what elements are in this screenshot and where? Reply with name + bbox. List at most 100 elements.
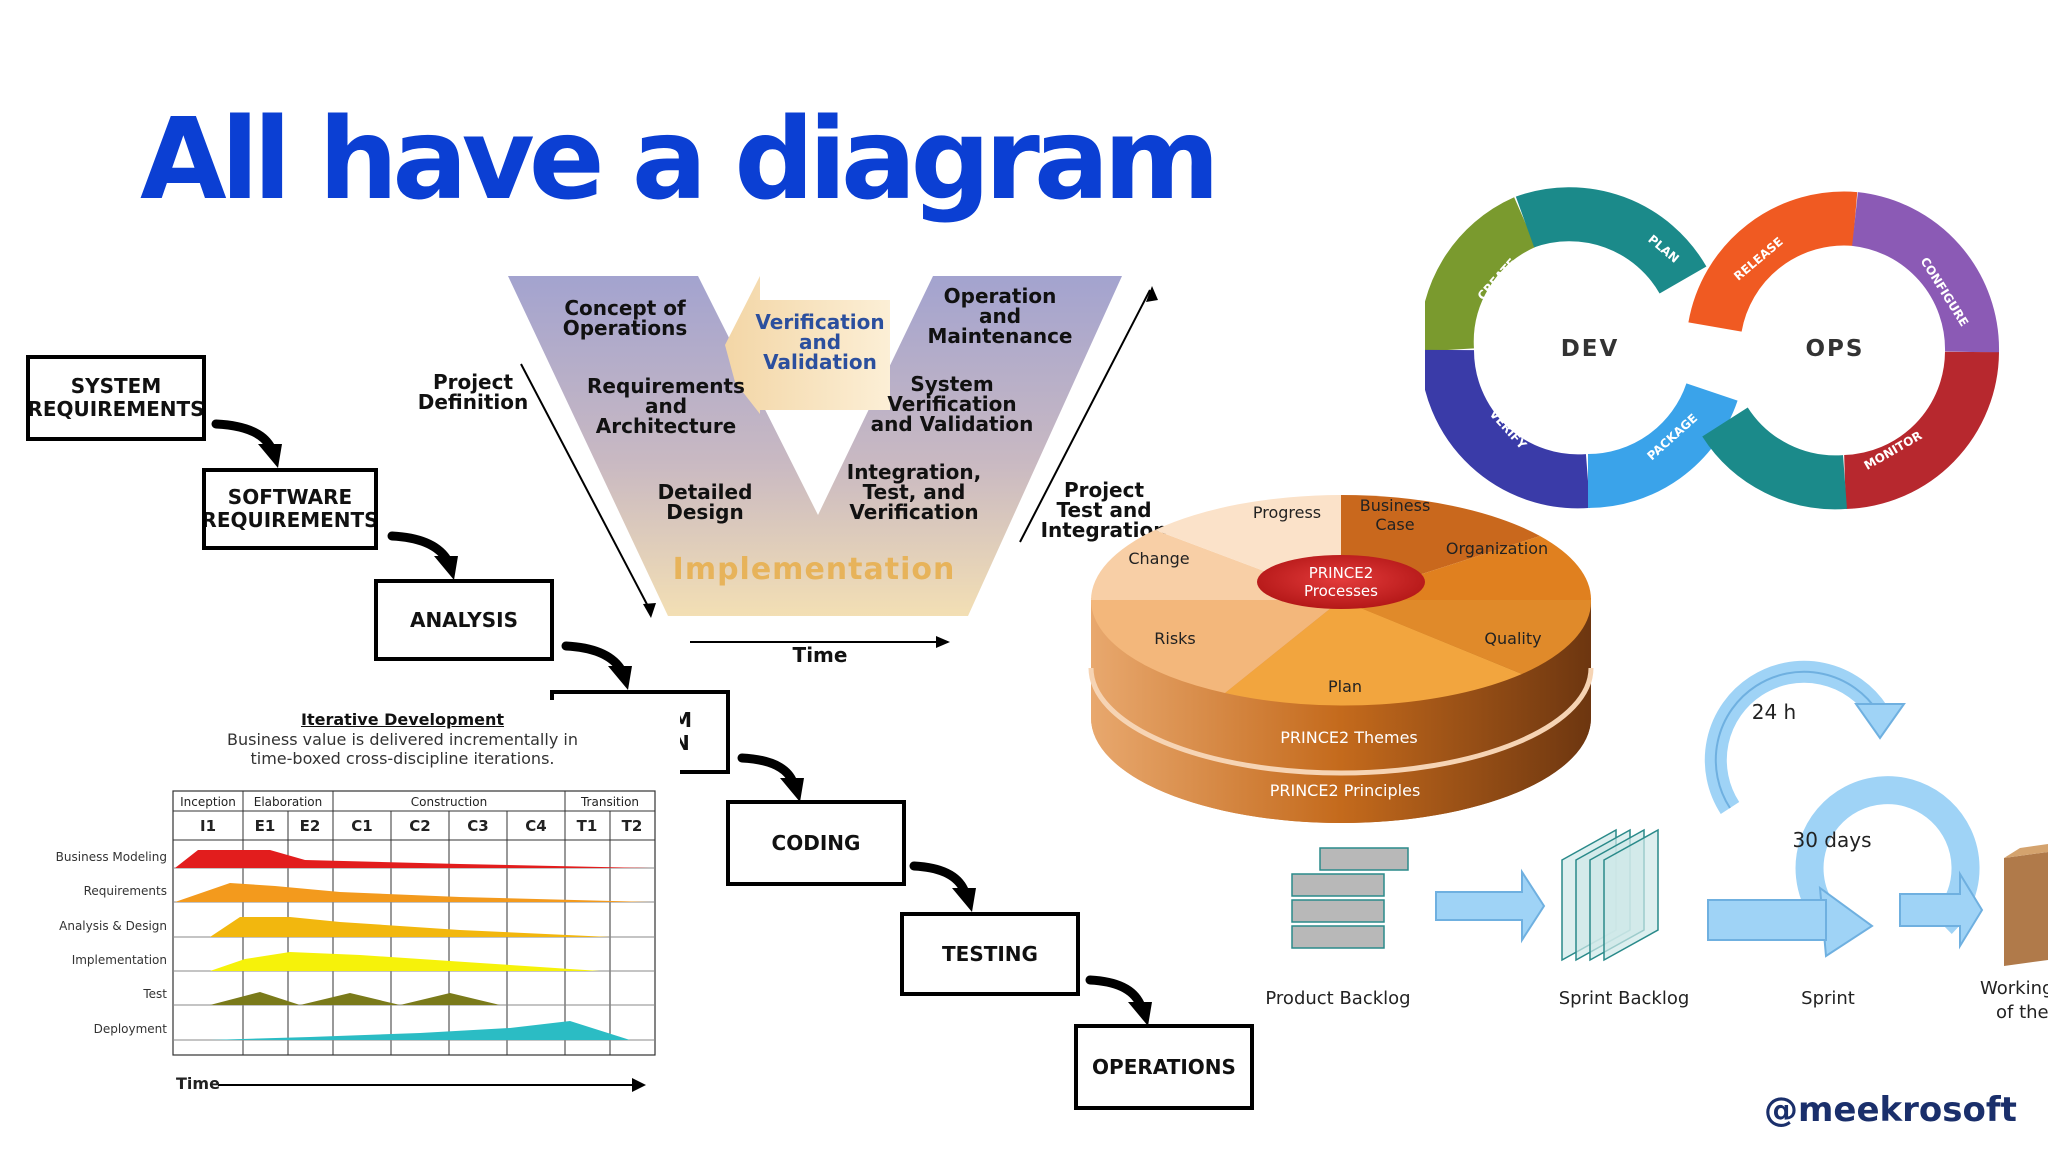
author-handle: @meekrosoft [1764,1090,2017,1130]
sprint-loop [1795,776,1980,942]
scrum-sprint-backlog-label: Sprint Backlog [1559,988,1690,1009]
v-concept-of-operations: Concept of Operations [562,296,688,340]
v-verification-validation: Verification and Validation [755,310,885,374]
project-test-arrow [1019,289,1151,543]
sprint-backlog-icon [1561,828,1659,962]
discipline-label: Business Modeling [56,850,167,864]
waterfall-step-testing: TESTING [900,912,1080,996]
waterfall-step-system-requirements: SYSTEM REQUIREMENTS [26,355,206,441]
hump-deployment [210,1021,630,1040]
iterative-title: Iterative Development [300,710,505,729]
prince2-top [1091,494,1592,706]
iteration-label: E2 [300,817,321,835]
prince2-principles-label: PRINCE2 Principles [1270,781,1421,800]
hump-requirements [175,883,650,902]
v-integration-test: Integration, Test, and Verification [846,460,982,524]
slide-title: All have a diagram [140,95,1220,225]
scrum-daily-label: 24 h [1752,700,1796,724]
segment-release [1688,191,1858,333]
iteration-label: C3 [467,817,488,835]
prince2-theme: Business [1360,496,1431,515]
iteration-label: C2 [409,817,430,835]
discipline-label: Deployment [94,1022,168,1036]
prince2-center-label-2: Processes [1304,582,1378,600]
iterative-subtitle: Business value is delivered incrementall… [227,730,578,768]
project-definition-arrow [520,363,652,613]
hump-business-modeling [175,850,650,868]
iteration-label: C1 [351,817,372,835]
segment-teal-return [1702,406,1847,510]
iterative-hump-chart: Inception Elaboration Construction Trans… [56,790,656,1092]
prince2-theme: Plan [1328,677,1362,696]
segment-package [1587,382,1738,508]
scrum-sprint-length-label: 30 days [1792,828,1871,852]
prince2-themes-label: PRINCE2 Themes [1280,728,1418,747]
segment-plan [1515,187,1707,295]
waterfall-arrow [387,531,451,563]
waterfall-step-operations: OPERATIONS [1074,1024,1254,1110]
iteration-label: I1 [200,817,216,835]
segment-verify [1425,349,1591,509]
hump-implementation [210,952,600,971]
devops-ops-label: OPS [1806,336,1865,362]
iteration-label: T2 [622,817,643,835]
devops-infinity-loop: DEV OPS CREATE PLAN VERIFY PACKAGE RELEA… [1425,187,2000,510]
v-implementation: Implementation [672,552,956,587]
waterfall-arrow [211,419,275,451]
waterfall-step-coding: CODING [726,800,906,886]
iteration-label: C4 [525,817,546,835]
scrum-arrow-out [1899,870,1984,950]
phase-label: Elaboration [254,795,323,809]
prince2-pie-diagram: PRINCE2 Processes Business Case Organiza… [1088,494,1594,823]
prince2-theme: Organization [1446,539,1548,558]
discipline-label: Analysis & Design [59,919,167,933]
working-increment-icon [2004,852,2048,966]
segment-configure [1851,192,2000,353]
v-shape [508,276,1122,616]
hump-test [210,992,530,1005]
segment-create [1425,197,1537,352]
discipline-label: Implementation [72,953,167,967]
v-project-definition: Project Definition [417,370,529,414]
prince2-theme: Quality [1484,629,1541,648]
phase-label: Inception [180,795,236,809]
iterative-time-label: Time [176,1074,220,1093]
scrum-arrow [1435,868,1546,944]
prince2-center-label: PRINCE2 [1309,564,1374,582]
v-detailed-design: Detailed Design [657,480,753,524]
discipline-label: Requirements [84,884,167,898]
v-time-label: Time [792,643,848,667]
waterfall-arrow [1085,975,1145,1009]
v-system-verification: System Verification and Validation [870,372,1034,436]
prince2-theme-line2: Case [1375,515,1414,534]
prince2-theme: Risks [1154,629,1196,648]
prince2-processes-hub [1257,555,1425,609]
segment-monitor [1843,351,1999,509]
scrum-working-label: Working [1980,978,2048,999]
hump-analysis [210,917,610,937]
scrum-working-label-2: of the [1996,1002,2048,1023]
v-project-test: Project Test and Integration [1040,478,1168,542]
prince2-theme: Change [1128,549,1189,568]
product-backlog-icon [1291,847,1409,949]
scrum-process-diagram: 24 h 30 days Product Backlog Sprint Back… [1265,660,2048,1023]
waterfall-arrows [211,419,1152,1026]
devops-dev-label: DEV [1561,336,1620,362]
phase-label: Transition [580,795,639,809]
scrum-product-backlog-label: Product Backlog [1265,988,1410,1009]
waterfall-arrow [561,641,625,673]
v-requirements-architecture: Requirements and Architecture [587,374,745,438]
verification-arrow-shape [725,276,890,414]
prince2-theme: Progress [1253,503,1321,522]
iteration-label: T1 [577,817,598,835]
phase-label: Construction [411,795,487,809]
waterfall-step-software-requirements: SOFTWARE REQUIREMENTS [202,468,378,550]
waterfall-arrow [737,753,797,785]
discipline-label: Test [142,987,167,1001]
waterfall-step-analysis: ANALYSIS [374,579,554,661]
scrum-sprint-label: Sprint [1801,988,1855,1009]
v-operation-maintenance: Operation and Maintenance [927,284,1073,348]
iteration-label: E1 [255,817,276,835]
waterfall-arrow [909,861,969,895]
v-model-diagram [508,276,1158,648]
